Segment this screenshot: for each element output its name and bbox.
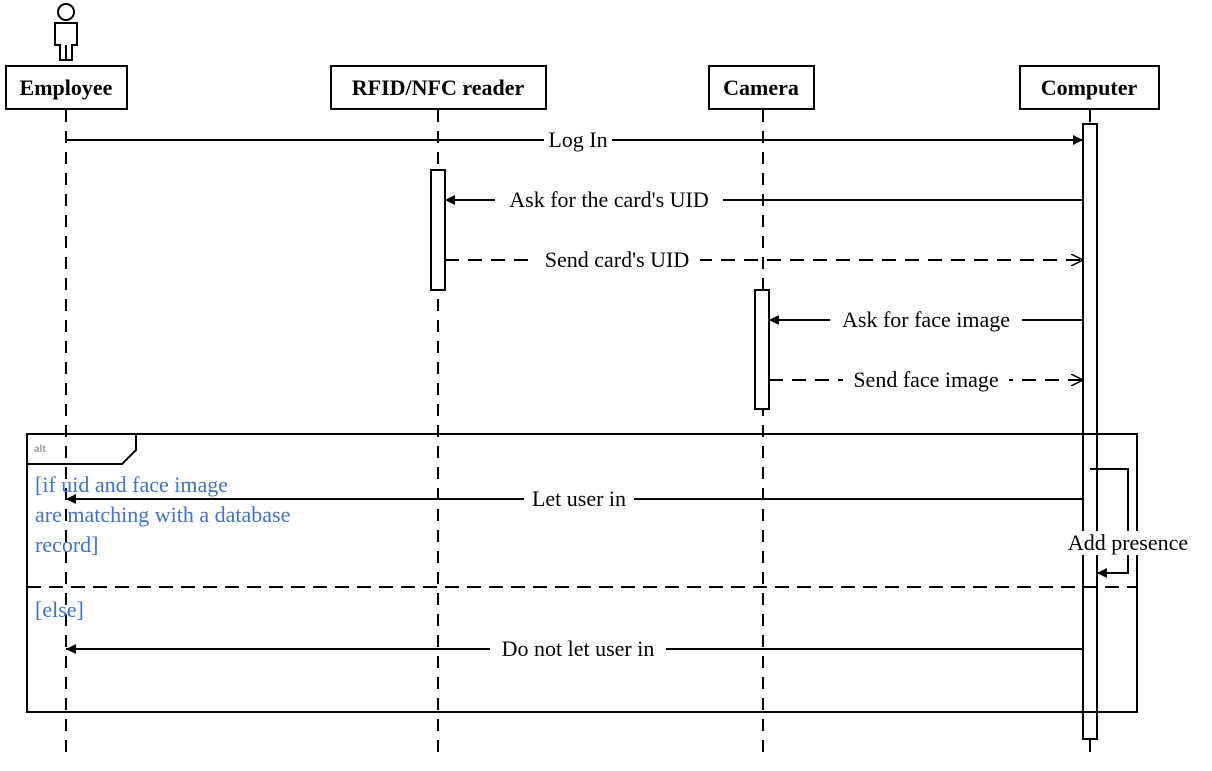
message-let-in: Let user in xyxy=(66,486,1083,511)
guard-if-line-1: [if uid and face image xyxy=(35,472,228,497)
participant-computer: Computer xyxy=(1019,65,1160,110)
fragment-operator: alt xyxy=(34,444,46,455)
message-label-send-uid: Send card's UID xyxy=(545,247,689,272)
message-deny: Do not let user in xyxy=(66,636,1083,661)
message-send-face: Send face image xyxy=(769,367,1083,392)
participant-reader: RFID/NFC reader xyxy=(330,65,547,110)
alt-fragment: alt xyxy=(26,433,1138,713)
participant-label-computer: Computer xyxy=(1041,75,1138,100)
message-label-add-presence: Add presence xyxy=(1068,530,1188,555)
activation-computer xyxy=(1082,123,1098,740)
guard-if: [if uid and face image are matching with… xyxy=(35,472,290,557)
participant-label-camera: Camera xyxy=(723,75,799,100)
actor-icon xyxy=(54,3,78,61)
message-label-ask-uid: Ask for the card's UID xyxy=(509,187,708,212)
activation-reader xyxy=(430,169,446,291)
message-label-login: Log In xyxy=(548,127,607,152)
participant-employee: Employee xyxy=(5,65,128,110)
message-ask-face: Ask for face image xyxy=(769,307,1083,332)
message-label-ask-face: Ask for face image xyxy=(842,307,1010,332)
guard-else: [else] xyxy=(35,597,84,622)
message-label-send-face: Send face image xyxy=(853,367,998,392)
message-add-presence: Add presence xyxy=(1061,468,1195,578)
participant-camera: Camera xyxy=(708,65,815,110)
message-label-deny: Do not let user in xyxy=(502,636,655,661)
message-send-uid: Send card's UID xyxy=(445,247,1083,272)
guard-if-line-3: record] xyxy=(35,532,99,557)
guard-if-line-2: are matching with a database xyxy=(35,502,290,527)
message-ask-uid: Ask for the card's UID xyxy=(445,187,1083,212)
participant-label-employee: Employee xyxy=(20,75,113,100)
participant-label-reader: RFID/NFC reader xyxy=(352,75,525,100)
message-label-let-in: Let user in xyxy=(532,486,626,511)
activation-camera xyxy=(754,289,770,410)
message-login: Log In xyxy=(66,127,1083,152)
